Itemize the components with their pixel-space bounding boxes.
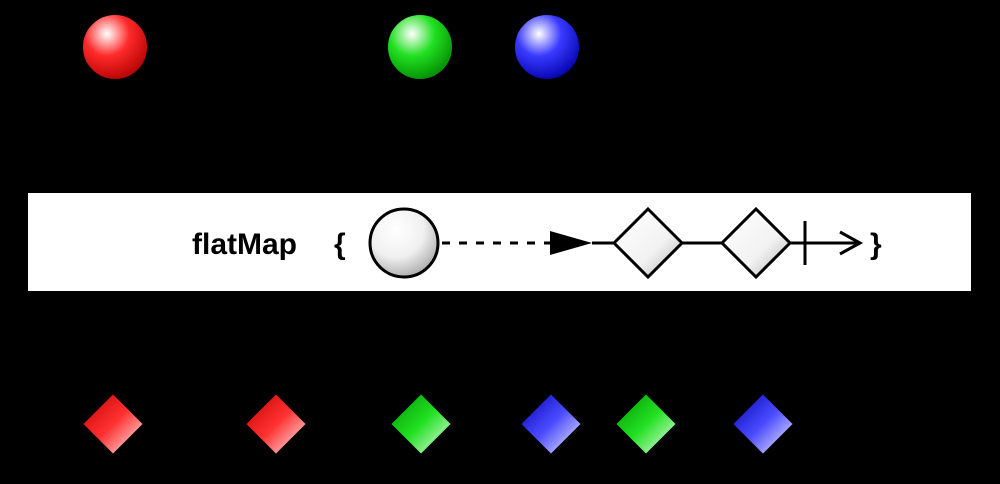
output-marble-red bbox=[243, 391, 309, 457]
operator-name: flatMap bbox=[192, 228, 297, 261]
output-marble-blue bbox=[518, 391, 584, 457]
operator-close-brace: } bbox=[870, 228, 882, 261]
pictogram-completion-arrow bbox=[839, 230, 864, 256]
input-marble-red bbox=[81, 13, 149, 81]
pictogram-diamond-1 bbox=[611, 206, 685, 280]
operator-box: flatMap { } bbox=[28, 193, 971, 291]
pictogram-input-circle bbox=[368, 207, 440, 279]
pictogram-arrow-head bbox=[550, 231, 592, 255]
output-marble-green bbox=[388, 391, 454, 457]
pictogram-diamond-2 bbox=[719, 206, 793, 280]
input-stream bbox=[81, 13, 581, 81]
output-marble-green bbox=[613, 391, 679, 457]
input-marble-blue bbox=[513, 13, 581, 81]
input-marble-green bbox=[386, 13, 454, 81]
operator-open-brace: { bbox=[334, 228, 346, 261]
output-marble-red bbox=[80, 391, 146, 457]
output-marble-blue bbox=[730, 391, 796, 457]
output-stream bbox=[80, 391, 796, 457]
